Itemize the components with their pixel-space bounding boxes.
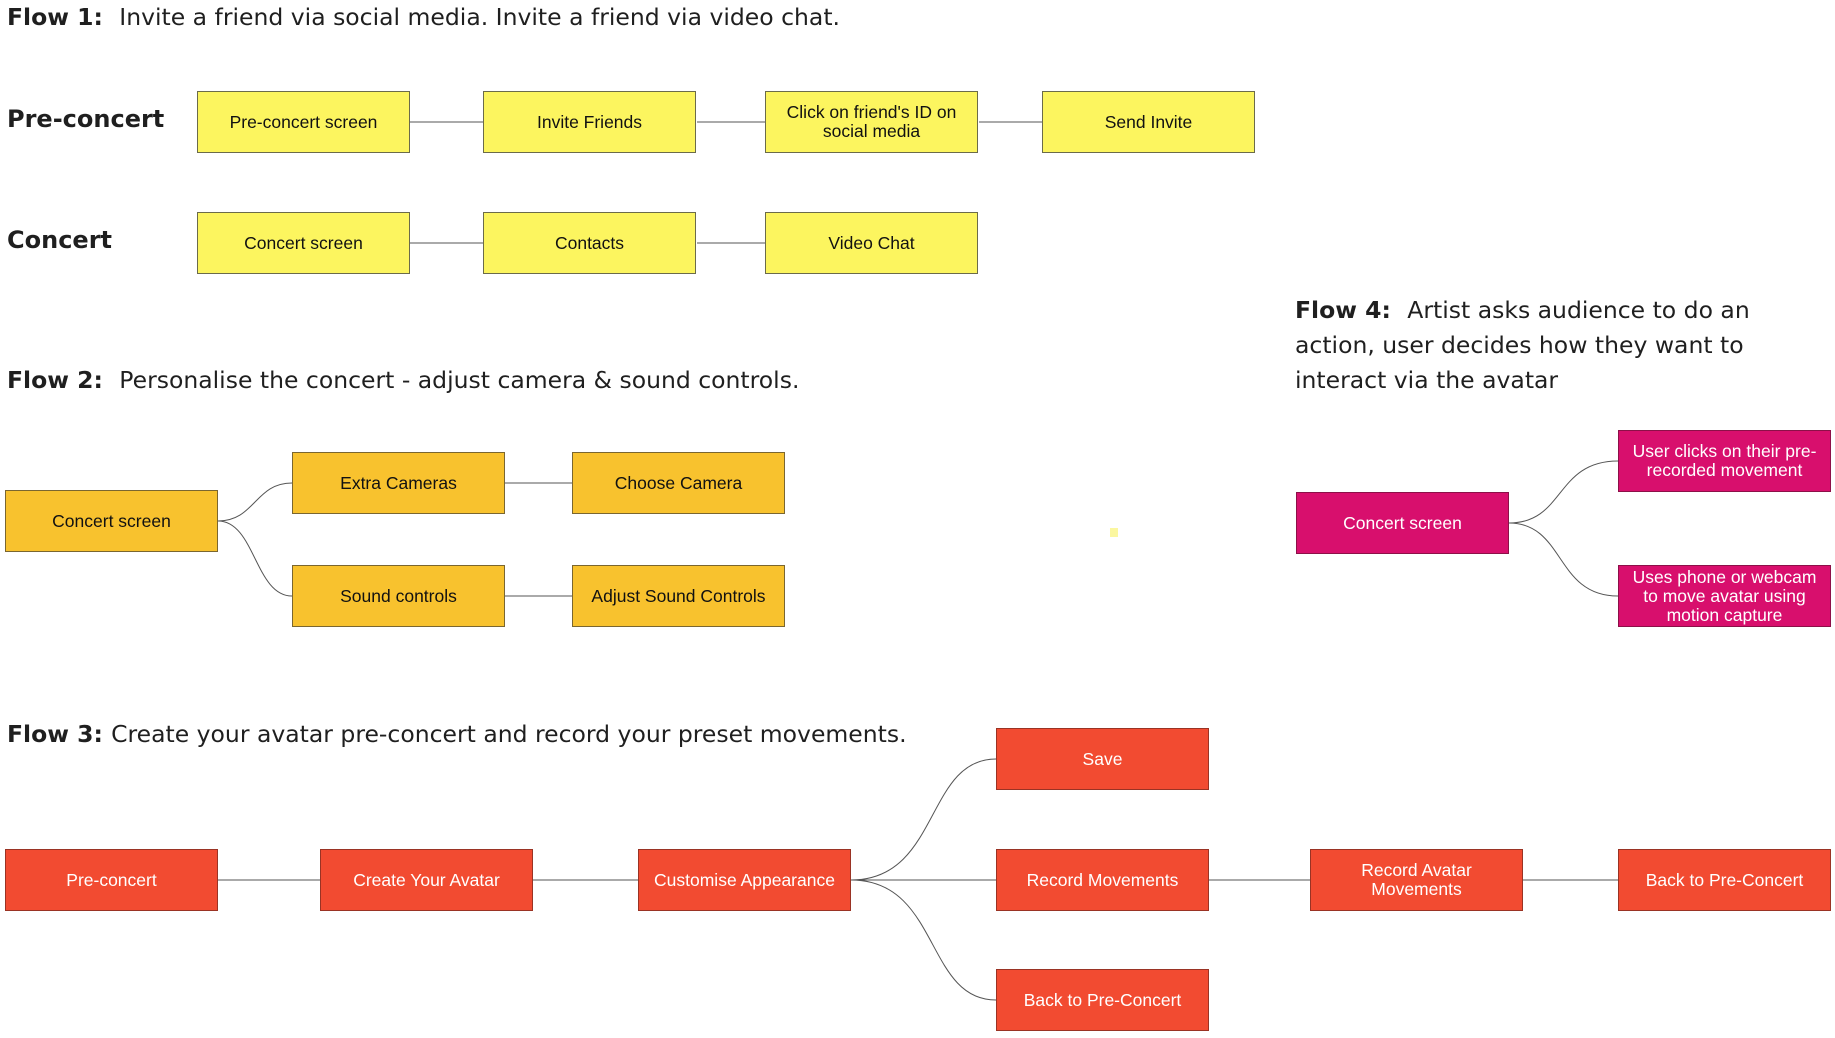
flow2-node-concert-screen[interactable]: Concert screen: [5, 490, 218, 552]
flow4-node-concert-screen[interactable]: Concert screen: [1296, 492, 1509, 554]
connector: [1508, 460, 1619, 524]
flow4-node-pre-recorded-movement[interactable]: User clicks on their pre-recorded moveme…: [1618, 430, 1831, 492]
flow4-heading: Flow 4: Artist asks audience to do an ac…: [1295, 293, 1830, 398]
flow3-node-record-movements[interactable]: Record Movements: [996, 849, 1209, 911]
flow1-node-concert-screen[interactable]: Concert screen: [197, 212, 410, 274]
flow2-node-adjust-sound-controls[interactable]: Adjust Sound Controls: [572, 565, 785, 627]
flow3-description: Create your avatar pre-concert and recor…: [111, 720, 907, 748]
flow3-node-create-your-avatar[interactable]: Create Your Avatar: [320, 849, 533, 911]
flow3-node-back-to-pre-concert-end[interactable]: Back to Pre-Concert: [1618, 849, 1831, 911]
flow2-node-choose-camera[interactable]: Choose Camera: [572, 452, 785, 514]
stray-dot: [1110, 528, 1118, 537]
flow2-node-sound-controls[interactable]: Sound controls: [292, 565, 505, 627]
flow3-node-record-avatar-movements[interactable]: Record Avatar Movements: [1310, 849, 1523, 911]
connector: [217, 482, 293, 522]
row-label-concert: Concert: [7, 226, 112, 254]
connector: [217, 520, 293, 597]
connector: [850, 879, 997, 1001]
flow1-node-video-chat[interactable]: Video Chat: [765, 212, 978, 274]
flow3-label: Flow 3:: [7, 720, 103, 748]
flow4-description: Artist asks audience to do an action, us…: [1295, 296, 1750, 394]
flow1-heading: Flow 1: Invite a friend via social media…: [7, 0, 840, 35]
flow2-description: Personalise the concert - adjust camera …: [119, 366, 800, 394]
flow3-node-save[interactable]: Save: [996, 728, 1209, 790]
flow3-node-pre-concert[interactable]: Pre-concert: [5, 849, 218, 911]
connector: [850, 758, 997, 881]
flow2-node-extra-cameras[interactable]: Extra Cameras: [292, 452, 505, 514]
flow3-node-customise-appearance[interactable]: Customise Appearance: [638, 849, 851, 911]
connector: [1508, 522, 1619, 597]
flow1-node-click-friend-id[interactable]: Click on friend's ID on social media: [765, 91, 978, 153]
flow2-heading: Flow 2: Personalise the concert - adjust…: [7, 363, 799, 398]
flow1-label: Flow 1:: [7, 3, 103, 31]
flow4-label: Flow 4:: [1295, 296, 1391, 324]
flow1-node-send-invite[interactable]: Send Invite: [1042, 91, 1255, 153]
flow1-node-pre-concert-screen[interactable]: Pre-concert screen: [197, 91, 410, 153]
flow1-node-contacts[interactable]: Contacts: [483, 212, 696, 274]
flow1-description: Invite a friend via social media. Invite…: [119, 3, 841, 31]
flow2-label: Flow 2:: [7, 366, 103, 394]
flow1-node-invite-friends[interactable]: Invite Friends: [483, 91, 696, 153]
flow3-heading: Flow 3: Create your avatar pre-concert a…: [7, 717, 907, 752]
flow3-node-back-to-pre-concert[interactable]: Back to Pre-Concert: [996, 969, 1209, 1031]
row-label-pre-concert: Pre-concert: [7, 105, 165, 133]
flow4-node-motion-capture[interactable]: Uses phone or webcam to move avatar usin…: [1618, 565, 1831, 627]
